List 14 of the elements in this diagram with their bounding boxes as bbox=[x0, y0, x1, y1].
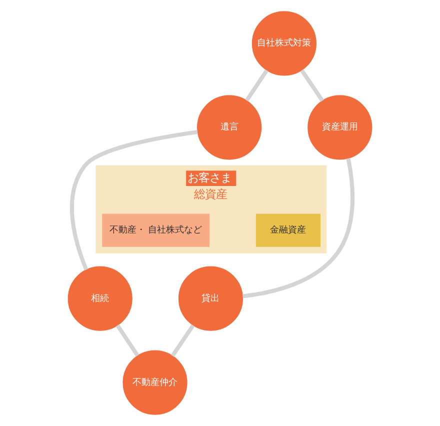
node-circle: 不動産仲介 bbox=[122, 350, 188, 415]
node-box: 不動産・ 自社株式など bbox=[102, 214, 210, 247]
connector bbox=[300, 69, 324, 102]
node-circle: 貸出 bbox=[178, 266, 243, 331]
node-box: 金融資産 bbox=[256, 214, 320, 247]
connector bbox=[170, 324, 195, 357]
connector bbox=[245, 69, 268, 102]
node-circle: 遺言 bbox=[197, 95, 262, 160]
node-circle: 自社株式対策 bbox=[252, 11, 316, 76]
node-circle: 資産運用 bbox=[308, 95, 372, 160]
node-circle: 相続 bbox=[68, 266, 132, 331]
connector bbox=[116, 324, 140, 357]
connector bbox=[242, 158, 355, 298]
connector bbox=[70, 130, 198, 270]
